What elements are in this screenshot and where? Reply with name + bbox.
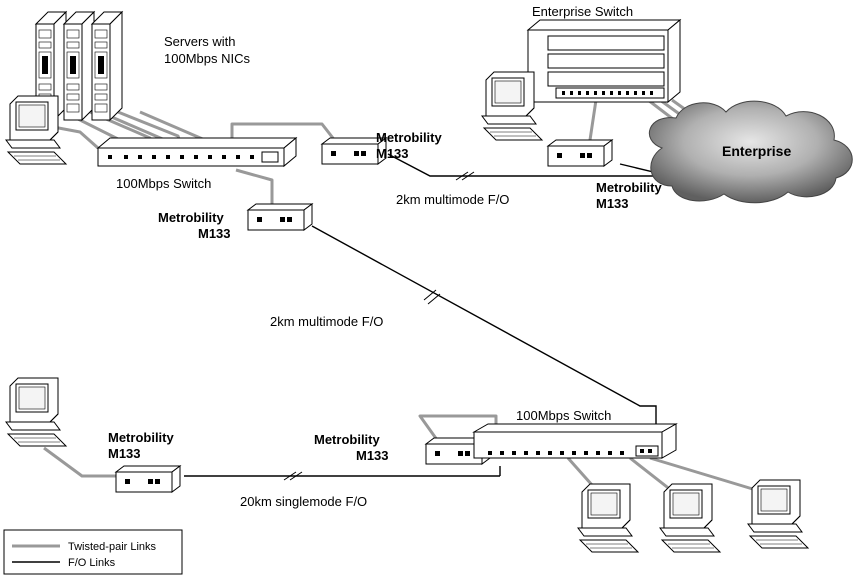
converter-bottom-right-brand: Metrobility (314, 432, 380, 447)
servers-label-line2: 100Mbps NICs (164, 51, 250, 66)
servers-label-line1: Servers with (164, 34, 236, 49)
pc-bottom-2 (659, 483, 721, 553)
converter-bottom-left-brand: Metrobility (108, 430, 174, 445)
enterprise-switch-label: Enterprise Switch (532, 4, 633, 19)
switch-top (96, 136, 298, 168)
converter-top-model: M133 (376, 146, 409, 161)
pc-bottom-left (5, 377, 67, 447)
fo-link-top (387, 153, 670, 177)
pc-bottom-3 (747, 479, 809, 549)
converter-bottom-left (115, 465, 181, 493)
converter-enterprise-brand: Metrobility (596, 180, 662, 195)
link-middle-label: 2km multimode F/O (270, 314, 383, 329)
switch-top-label: 100Mbps Switch (116, 176, 211, 191)
legend-twisted-pair: Twisted-pair Links (68, 541, 157, 553)
converter-enterprise-model: M133 (596, 196, 629, 211)
enterprise-cloud-label: Enterprise (722, 143, 791, 159)
legend-fo: F/O Links (68, 557, 116, 569)
legend: Twisted-pair Links F/O Links (3, 529, 183, 575)
tp-link-switch-conv-mid (235, 168, 274, 208)
enterprise-cloud (649, 100, 853, 204)
switch-bottom-label: 100Mbps Switch (516, 408, 611, 423)
pc-enterprise (481, 71, 543, 141)
tp-link-pc-bottom-left (43, 446, 116, 478)
converter-middle (247, 203, 313, 231)
converter-middle-model: M133 (198, 226, 231, 241)
link-bottom-label: 20km singlemode F/O (240, 494, 367, 509)
tp-link-switch-conv-top (230, 122, 338, 148)
tp-link-pc-top (47, 124, 99, 150)
converter-bottom-left-model: M133 (108, 446, 141, 461)
converter-middle-brand: Metrobility (158, 210, 224, 225)
fiber-break-marks (283, 171, 475, 481)
pc-bottom-1 (577, 483, 639, 553)
converter-top-brand: Metrobility (376, 130, 442, 145)
pc-top-left (5, 95, 67, 165)
tp-link-ent-conv (588, 99, 598, 141)
converter-bottom-right-model: M133 (356, 448, 389, 463)
link-top-label: 2km multimode F/O (396, 192, 509, 207)
enterprise-switch (526, 18, 682, 104)
converter-enterprise (547, 139, 613, 167)
tp-link-switch-pc3 (649, 456, 757, 492)
switch-bottom (472, 423, 678, 459)
